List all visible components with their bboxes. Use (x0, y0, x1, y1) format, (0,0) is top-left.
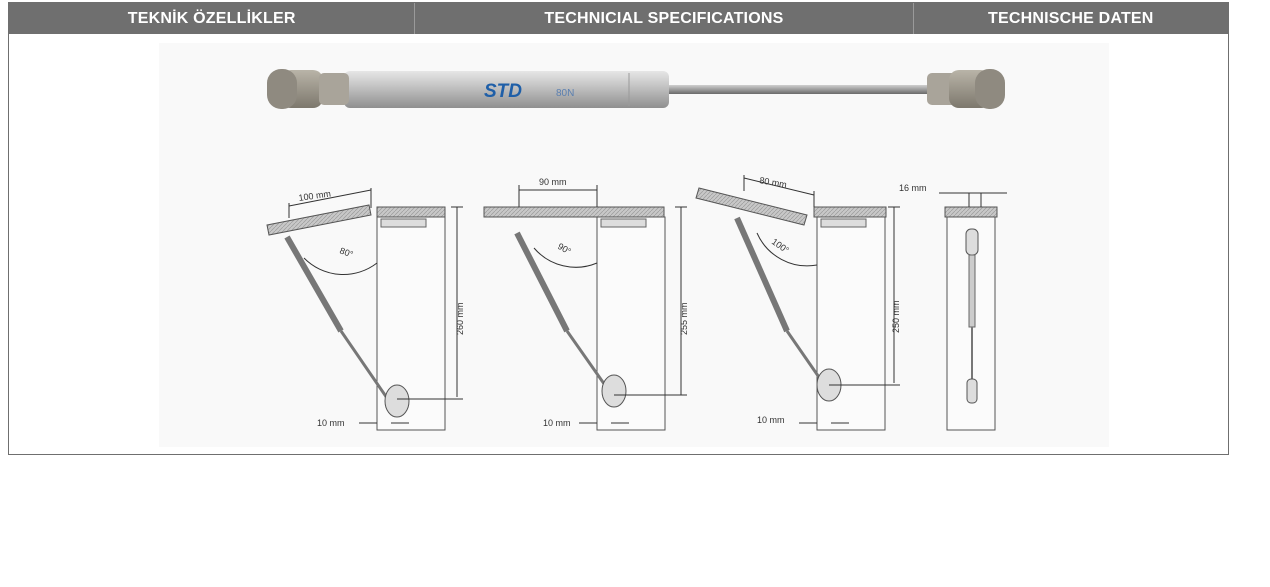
opening-angle-label: 90° (556, 241, 573, 257)
gas-spring-image: STD 80N (267, 69, 1005, 109)
offset-label: 10 mm (757, 415, 785, 425)
diagram-90 (483, 185, 687, 431)
arm-length-label: 100 mm (298, 189, 332, 203)
brand-label: STD (484, 81, 522, 102)
height-label: 250 mm (891, 300, 901, 333)
header-turkish: TEKNİK ÖZELLİKLER (9, 3, 416, 34)
technical-drawing: STD 80N 100 m (159, 43, 1109, 447)
opening-angle-label: 80° (338, 245, 355, 259)
end-fitting-left (267, 69, 349, 109)
side-view (939, 192, 1007, 431)
opening-angle-label: 100° (770, 236, 791, 255)
header-german: TECHNISCHE DATEN (987, 9, 1154, 27)
height-label: 255 mm (679, 302, 689, 335)
arm-length-label: 80 mm (759, 175, 788, 190)
width-label: 16 mm (899, 183, 927, 193)
spec-sheet: TEKNİK ÖZELLİKLER TECHNICIAL SPECIFICATI… (8, 2, 1229, 455)
height-label: 260 mm (455, 302, 465, 335)
offset-label: 10 mm (543, 418, 571, 428)
header-bar: TEKNİK ÖZELLİKLER TECHNICIAL SPECIFICATI… (9, 3, 1228, 34)
end-fitting-right (927, 69, 1005, 109)
diagram-100 (695, 175, 900, 431)
header-english: TECHNICIAL SPECIFICATIONS (415, 3, 914, 34)
force-label: 80N (556, 88, 574, 99)
drawing-svg: STD 80N 100 m (266, 69, 1007, 431)
diagram-80 (266, 188, 463, 431)
offset-label: 10 mm (317, 418, 345, 428)
arm-length-label: 90 mm (539, 177, 567, 187)
